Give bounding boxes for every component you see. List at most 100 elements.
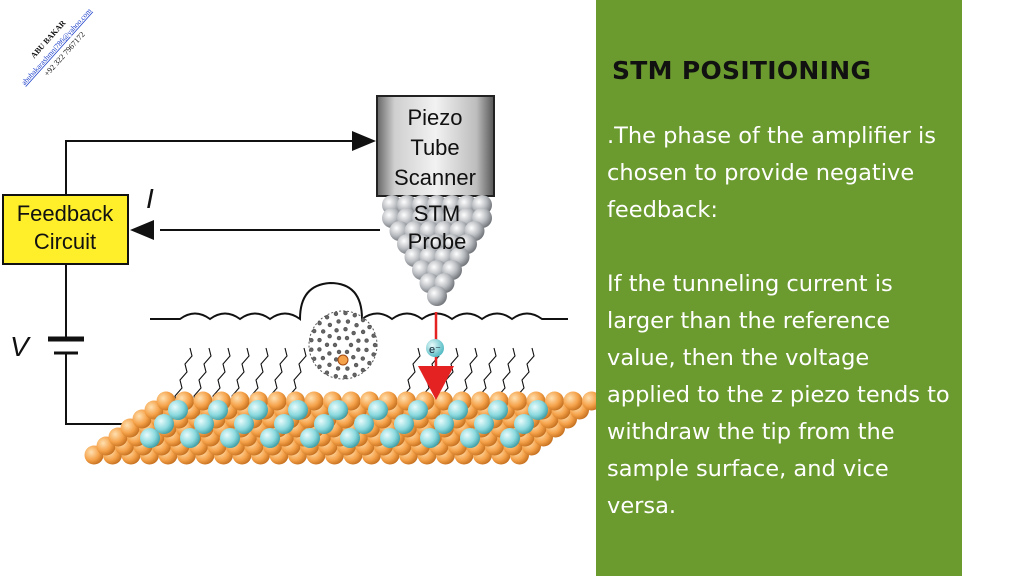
fullerene-atom	[333, 373, 339, 379]
cyan-atom	[420, 428, 440, 448]
fullerene-atom	[351, 330, 356, 336]
cyan-atom	[488, 400, 508, 420]
fullerene-atom	[335, 366, 341, 371]
text-panel: STM POSITIONING .The phase of the amplif…	[596, 0, 962, 576]
cyan-atom	[474, 414, 494, 434]
fullerene-atom	[371, 352, 376, 357]
scanner-label-line2: Tube	[410, 135, 459, 160]
cyan-atom	[220, 428, 240, 448]
electron-label: e⁻	[429, 344, 441, 356]
electron: e⁻	[426, 339, 444, 357]
author-watermark: ABU BAKAR abubakarashmni786@yahoo.com +9…	[19, 6, 93, 87]
feedback-label-line1: Feedback	[17, 201, 115, 226]
fullerene-atom	[345, 319, 351, 324]
fullerene-atom	[360, 356, 366, 361]
fullerene-atom	[327, 322, 333, 328]
fullerene-atom	[352, 372, 357, 378]
gold-atom	[545, 391, 564, 411]
tip-atom	[427, 286, 447, 306]
fullerene-molecule	[308, 310, 378, 380]
fullerene-atom	[320, 355, 326, 361]
piezo-tube-scanner: Piezo Tube Scanner	[376, 95, 495, 197]
cyan-atom	[408, 400, 428, 420]
tip-trajectory-line	[150, 281, 568, 321]
voltage-label: V	[10, 331, 31, 362]
probe-label-line1: STM	[414, 201, 460, 226]
fullerene-atom	[360, 367, 366, 373]
fullerene-atom	[356, 338, 361, 343]
gold-atom	[471, 391, 490, 411]
fullerene-atom	[324, 342, 330, 347]
fullerene-atom	[352, 313, 357, 318]
cyan-atom	[168, 400, 188, 420]
fullerene-atom	[324, 315, 330, 320]
fullerene-atom	[354, 322, 359, 328]
fullerene-atom	[353, 362, 359, 368]
cyan-atom	[194, 414, 214, 434]
fullerene-atom	[312, 328, 317, 334]
fullerene-atom	[317, 337, 322, 343]
fullerene-atom	[332, 342, 338, 348]
gold-atom	[304, 391, 324, 411]
fullerene-atom	[311, 356, 317, 362]
fullerene-atom	[348, 342, 354, 348]
cyan-atom	[288, 400, 308, 420]
cyan-atom	[300, 428, 320, 448]
fullerene-atom	[351, 355, 356, 360]
fullerene-atom	[336, 335, 342, 341]
fullerene-atom	[371, 333, 376, 338]
fullerene-atom	[344, 349, 350, 355]
current-label: I	[146, 183, 154, 214]
fullerene-atom	[309, 347, 314, 352]
cyan-atom	[274, 414, 294, 434]
fullerene-atom	[345, 366, 350, 371]
fullerene-atom	[327, 362, 332, 368]
gold-atom	[508, 391, 527, 411]
substrate-atoms	[84, 391, 600, 465]
fullerene-atom	[364, 338, 369, 343]
fullerene-atom	[364, 347, 369, 353]
cyan-atom	[514, 414, 534, 434]
stm-diagram: V I Feedback Circuit Piezo Tube Scanner …	[2, 95, 600, 465]
cyan-atom	[340, 428, 360, 448]
fullerene-atom	[317, 364, 322, 369]
fullerene-atom	[317, 347, 322, 352]
cyan-atom	[434, 414, 454, 434]
cyan-atom	[260, 428, 280, 448]
gold-atom	[267, 391, 287, 411]
probe-label-line2: Probe	[408, 229, 467, 254]
fullerene-atom	[367, 324, 372, 330]
fullerene-atom	[324, 370, 330, 375]
fullerene-atom	[356, 347, 361, 352]
fullerene-atom	[360, 317, 366, 323]
fullerene-atom	[334, 328, 339, 333]
cyan-atom	[234, 414, 254, 434]
cyan-atom	[314, 414, 334, 434]
gold-atom	[230, 391, 250, 411]
fullerene-atom	[336, 349, 342, 355]
scanner-label-line1: Piezo	[407, 105, 462, 130]
cyan-atom	[460, 428, 480, 448]
fullerene-atom	[343, 326, 348, 332]
fullerene-atom	[309, 337, 314, 343]
watermark-email[interactable]: abubakarashmni786@yahoo.com	[19, 6, 93, 87]
gold-atom	[434, 391, 453, 411]
panel-body-text: .The phase of the amplifier is chosen to…	[607, 123, 950, 519]
cyan-atom	[380, 428, 400, 448]
gold-atom	[563, 391, 583, 411]
fullerene-atom	[333, 357, 339, 362]
feedback-circuit-box: Feedback Circuit	[2, 194, 129, 265]
fullerene-atom	[360, 329, 366, 335]
fullerene-atom	[317, 320, 322, 326]
cyan-atom	[208, 400, 228, 420]
cyan-atom	[528, 400, 548, 420]
feedback-label-line2: Circuit	[34, 229, 96, 254]
fullerene-atom	[327, 351, 332, 356]
cyan-atom	[248, 400, 268, 420]
gold-atom	[193, 391, 213, 411]
fullerene-atom	[343, 374, 348, 380]
arrow-to-scanner	[352, 131, 376, 151]
cyan-atom	[328, 400, 348, 420]
battery-symbol	[48, 336, 84, 355]
scanner-label-line3: Scanner	[394, 165, 476, 190]
